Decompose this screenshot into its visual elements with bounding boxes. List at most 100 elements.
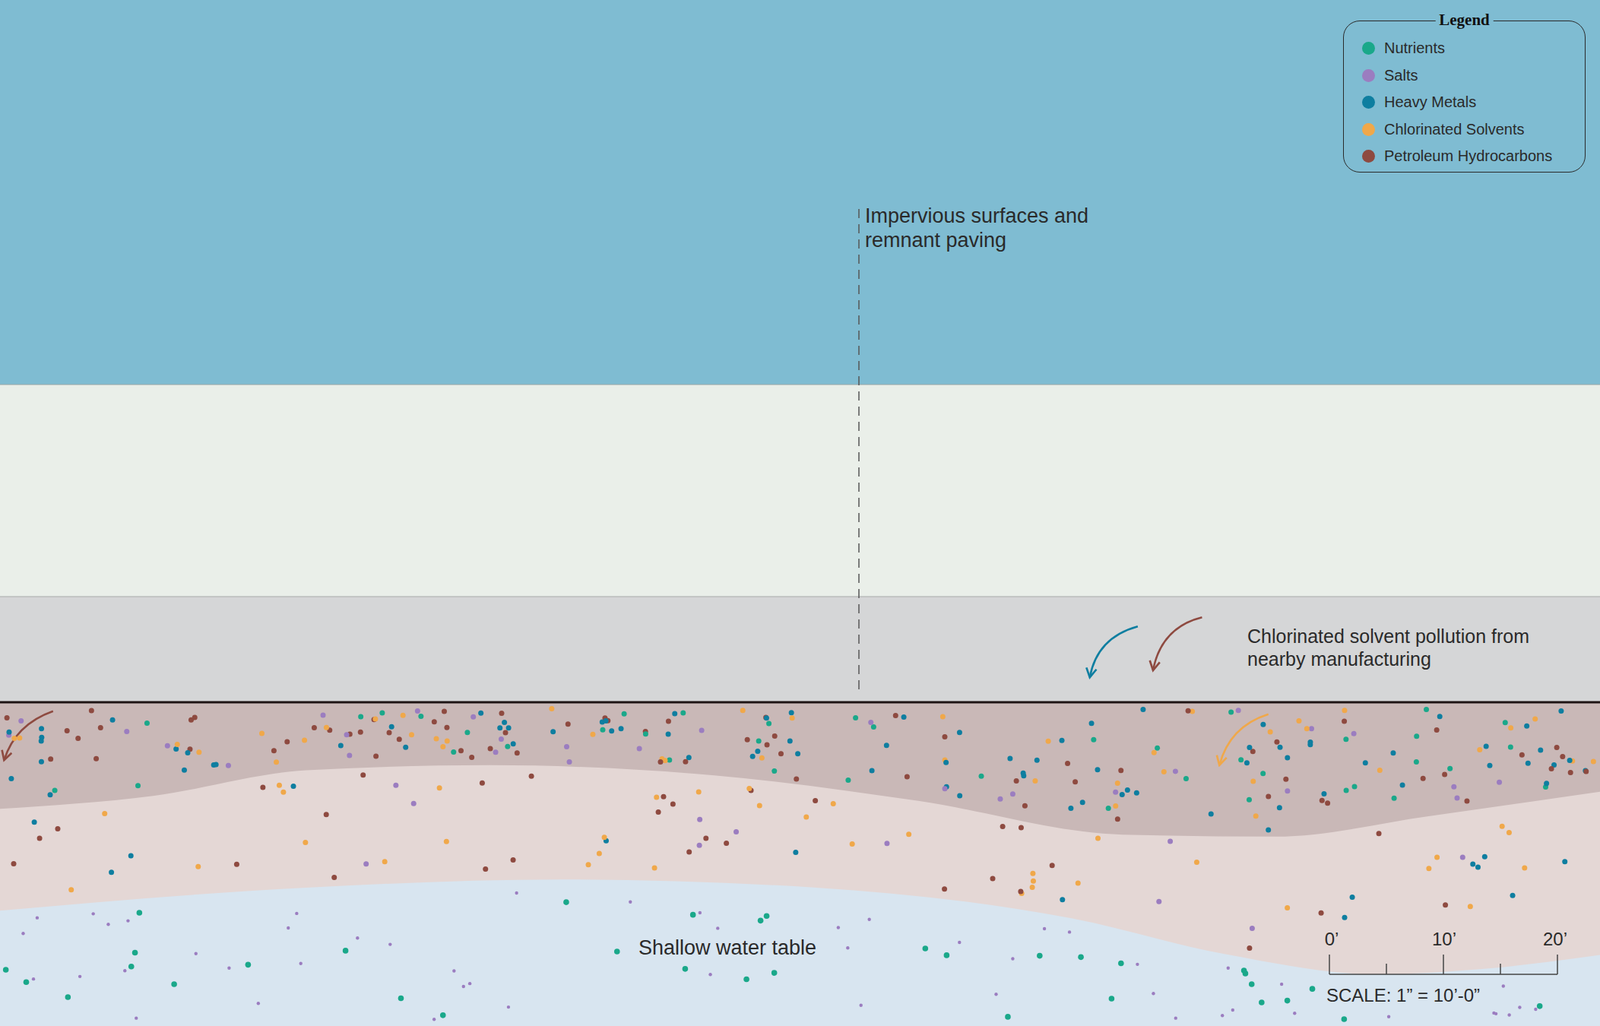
contaminant-dot [1000,823,1006,830]
contaminant-dot [1108,995,1116,1002]
contaminant-dot [1151,750,1157,756]
contaminant-dot [1549,766,1555,772]
light-band [0,384,1600,597]
contaminant-dot [358,729,364,736]
contaminant-dot [256,1001,260,1005]
contaminant-dot [1476,747,1483,753]
contaminant-dot [1156,899,1162,905]
flow-arrow [1089,626,1138,678]
contaminant-dot [788,709,795,716]
contaminant-dot [1351,731,1357,737]
contaminant-dot [901,714,907,720]
contaminant-dot [501,719,507,726]
contaminant-dot [128,852,134,859]
contaminant-dot [716,926,720,930]
contaminant-dot [497,725,503,731]
contaminant-dot [1567,757,1573,764]
contaminant-dot [1568,769,1574,776]
sky-band [0,0,1600,385]
contaminant-dot [38,759,45,765]
contaminant-dot [389,724,395,730]
contaminant-dot [294,912,298,916]
contaminant-dot [331,874,337,881]
contaminant-dot [682,966,689,973]
contaminant-dot [906,831,912,837]
contaminant-dot [1049,862,1056,869]
contaminant-dot [1523,723,1530,729]
contaminant-dot [1387,1015,1391,1019]
contaminant-dot [1343,736,1349,742]
contaminant-dot [944,952,951,959]
contaminant-dot [1486,763,1493,769]
scale-note: SCALE: 1” = 10’-0” [1326,985,1480,1008]
contaminant-dot [1321,791,1327,797]
contaminant-dot [498,736,504,742]
contaminant-dot [1434,855,1440,861]
contaminant-dot [1151,991,1155,995]
leader-line [858,209,860,691]
contaminant-dot [123,969,127,973]
contaminant-dot [1045,738,1052,745]
contaminant-dot [342,947,349,954]
scale-bar [1329,954,1558,975]
contaminant-dot [1244,760,1250,766]
contaminant-dot [1467,903,1474,910]
contaminant-dot [1007,755,1013,761]
contaminant-dot [1112,803,1119,809]
contaminant-dot [548,706,555,712]
contaminant-dot [990,876,996,882]
contaminant-dot [1042,927,1046,931]
contaminant-dot [1437,713,1443,720]
contaminant-dot [1400,782,1406,789]
contaminant-dot [836,925,840,929]
contaminant-dot [1319,798,1325,804]
contaminant-dot [1451,784,1457,790]
contaminant-dot [284,739,290,745]
contaminant-dot [723,840,729,846]
contaminant-dot [1248,981,1255,988]
contaminant-dot [1064,760,1071,767]
contaminant-dot [1324,800,1331,806]
contaminant-dot [1342,915,1348,921]
scale-number: 10’ [1432,928,1457,951]
contaminant-dot [1080,799,1086,805]
contaminant-dot [450,749,457,755]
contaminant-dot [1115,816,1121,822]
contaminant-dot [1463,798,1470,805]
contaminant-dot [1253,813,1259,819]
contaminant-dot [803,814,809,821]
contaminant-dot [763,715,770,721]
contaminant-dot [373,753,379,759]
contaminant-dot [271,747,277,754]
contaminant-dot [31,819,38,825]
contaminant-dot [415,708,421,714]
legend-item: Heavy Metals [1362,88,1575,117]
contaminant-dot [1470,861,1476,868]
contaminant-dot [653,794,660,800]
contaminant-dot [444,738,450,745]
contaminant-dot [1536,1003,1543,1010]
contaminant-dot [291,783,297,789]
contaminant-dot [173,746,179,752]
contaminant-dot [506,725,512,731]
contaminant-dot [550,728,556,735]
contaminant-dot [487,746,494,752]
contaminant-dot [652,865,658,872]
contaminant-dot [643,731,649,737]
contaminant-dot [144,720,150,726]
contaminant-dot [493,749,499,755]
contaminant-dot [869,767,875,774]
contaminant-dot [1029,871,1036,877]
contaminant-dot [665,718,672,724]
contaminant-dot [1094,766,1100,773]
contaminant-dot [1508,725,1514,731]
legend-text: Heavy Metals [1384,93,1477,111]
contaminant-dot [1308,725,1315,732]
flow-arrow [1153,617,1202,671]
contaminant-dot [1558,708,1564,714]
contaminant-dot [3,966,10,973]
contaminant-dot [184,750,191,756]
contaminant-dot [859,1004,863,1008]
contaminant-dot [1561,858,1568,865]
